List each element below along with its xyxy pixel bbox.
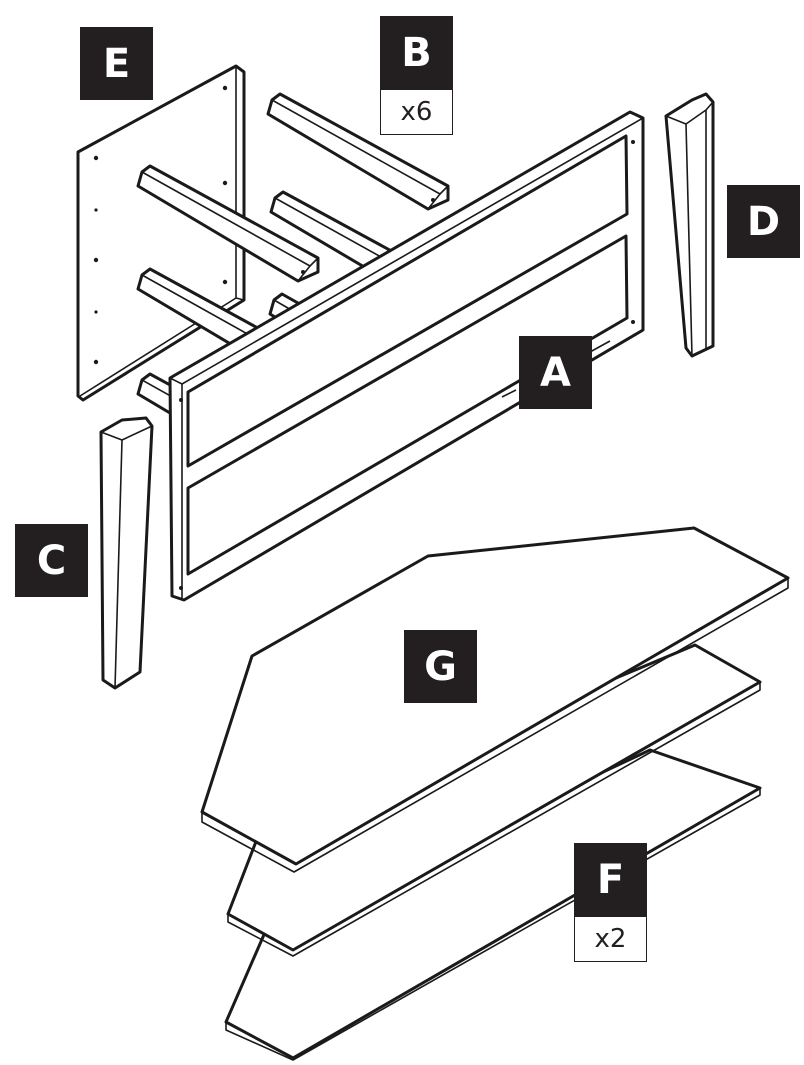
top-panel-g [200,526,790,873]
quantity-f: x2 [574,916,647,962]
rail-b-1 [266,92,450,211]
shelf-f-bottom [224,748,762,1061]
label-b: B [380,16,453,89]
label-d: D [727,185,800,258]
label-e: E [80,27,153,100]
quantity-b: x6 [380,89,453,135]
leg-d [664,92,715,358]
label-c: C [15,524,88,597]
leg-c [99,416,154,690]
rail-b-2 [136,164,320,283]
label-f: F [574,843,647,916]
label-a: A [519,336,592,409]
frame-a [168,110,645,602]
label-g: G [404,630,477,703]
